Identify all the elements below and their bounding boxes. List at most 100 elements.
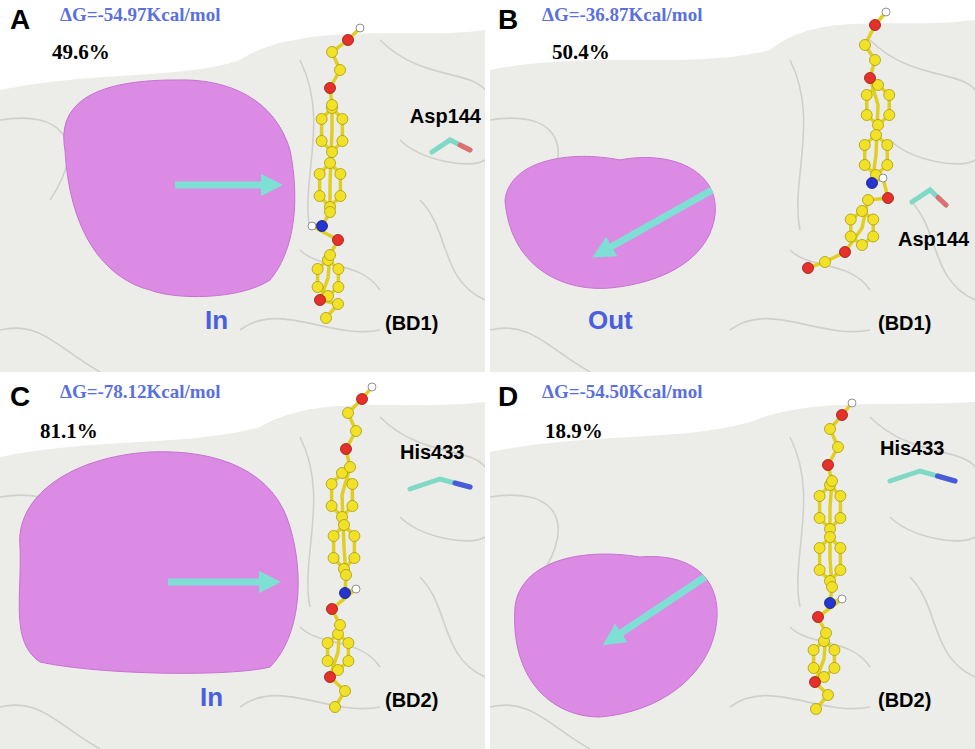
surface-contour [400, 517, 485, 541]
ligand-atom [861, 90, 872, 101]
ligand-atom [825, 598, 836, 609]
protein-surface-panel [490, 0, 975, 372]
ligand-atom [835, 565, 846, 576]
surface-contour [490, 328, 590, 372]
docking-panel: BΔG=-36.87Kcal/mol50.4%Asp144Out(BD1) [490, 0, 975, 372]
surface-contour [380, 417, 485, 467]
ligand-atom [326, 501, 337, 512]
residue-label: Asp144 [898, 228, 969, 250]
ligand-atom [321, 313, 332, 324]
ligand-atom [352, 585, 360, 593]
ligand-atom [883, 193, 894, 204]
ligand-atom [341, 444, 352, 455]
ligand-atom [835, 491, 846, 502]
ligand-atom [884, 110, 895, 121]
surface-contour [380, 40, 485, 90]
residue-stick [432, 140, 470, 152]
ligand-atom [322, 638, 333, 649]
ligand-atom [335, 65, 346, 76]
ligand-atom [325, 672, 336, 683]
ligand-atom [860, 40, 871, 51]
residue-label: His433 [400, 441, 465, 463]
ligand-atom [803, 263, 814, 274]
ligand-atom [868, 231, 879, 242]
ligand-atom [312, 282, 323, 293]
ligand-atom [840, 247, 851, 258]
ligand-bond [312, 28, 360, 318]
ligand-atom [813, 612, 824, 623]
binding-energy: ΔG=-54.97Kcal/mol [60, 4, 220, 25]
ligand-atom [308, 222, 316, 230]
text-holder: D [498, 381, 518, 413]
surface-contour [0, 118, 68, 200]
ligand-atom [811, 704, 822, 715]
ligand-atom [821, 628, 832, 639]
ligand-atom [861, 110, 872, 121]
protein-surface [0, 0, 485, 372]
ligand-atom [808, 663, 819, 674]
ligand-atom [825, 424, 836, 435]
text-holder: 50.4% [552, 40, 610, 65]
text-holder: His433 [880, 437, 945, 460]
protein-surface [0, 377, 485, 749]
ligand-bond [815, 403, 852, 709]
ligand-atom [335, 191, 346, 202]
ligand-atom [871, 130, 882, 141]
ligand-atom [327, 47, 338, 58]
surface-contour [730, 319, 870, 332]
domain-label: (BD1) [878, 312, 931, 334]
residue-stick [410, 479, 470, 489]
binding-energy: ΔG=-78.12Kcal/mol [60, 381, 220, 402]
ligand-atom [343, 638, 354, 649]
ligand-atom [317, 221, 328, 232]
ligand-atom [316, 136, 327, 147]
ligand-atom [833, 442, 844, 453]
ligand-atom [340, 588, 351, 599]
ligand-atom [349, 531, 360, 542]
surface-contour [790, 250, 870, 290]
surface-contour [890, 140, 975, 164]
population-percent: 81.1% [40, 419, 98, 443]
ligand-atom [845, 231, 856, 242]
ligand-atom [351, 426, 362, 437]
surface-contour [790, 60, 804, 230]
ligand-atom [810, 677, 821, 688]
ligand-atom [333, 235, 344, 246]
pocket-state: In [200, 682, 223, 712]
text-holder: A [10, 4, 30, 36]
ligand-atom [341, 570, 352, 581]
ligand-atom [328, 553, 339, 564]
text-holder: C [10, 381, 30, 413]
protein-surface-panel [0, 0, 485, 372]
domain-label: (BD2) [385, 689, 438, 711]
residue-atom [455, 483, 470, 487]
panel-letter: C [10, 381, 30, 412]
ligand-atom [867, 178, 878, 189]
ligand-atom [882, 160, 893, 171]
residue-label: Asp144 [410, 105, 481, 127]
binding-pocket [19, 452, 298, 674]
pocket-state: Out [588, 305, 633, 335]
surface-contour [910, 200, 975, 300]
ligand-atom [859, 140, 870, 151]
ligand-bond [808, 12, 888, 268]
population-percent: 50.4% [552, 40, 610, 64]
ligand-atom [337, 114, 348, 125]
ligand-atom [356, 24, 364, 32]
text-holder: (BD1) [385, 312, 438, 335]
ligand-atom [882, 8, 890, 16]
text-holder: 49.6% [52, 40, 110, 65]
text-holder: ΔG=-54.50Kcal/mol [542, 381, 702, 403]
protein-surface [490, 0, 975, 372]
ligand-atom [347, 479, 358, 490]
text-holder: Asp144 [410, 105, 481, 128]
direction-arrow [175, 182, 272, 189]
ligand-atom [347, 501, 358, 512]
text-holder: Asp144 [898, 228, 969, 251]
protein-surface-panel [490, 377, 975, 749]
text-holder: In [205, 305, 228, 336]
residue-label: His433 [880, 437, 945, 459]
ligand-atom [857, 240, 868, 251]
